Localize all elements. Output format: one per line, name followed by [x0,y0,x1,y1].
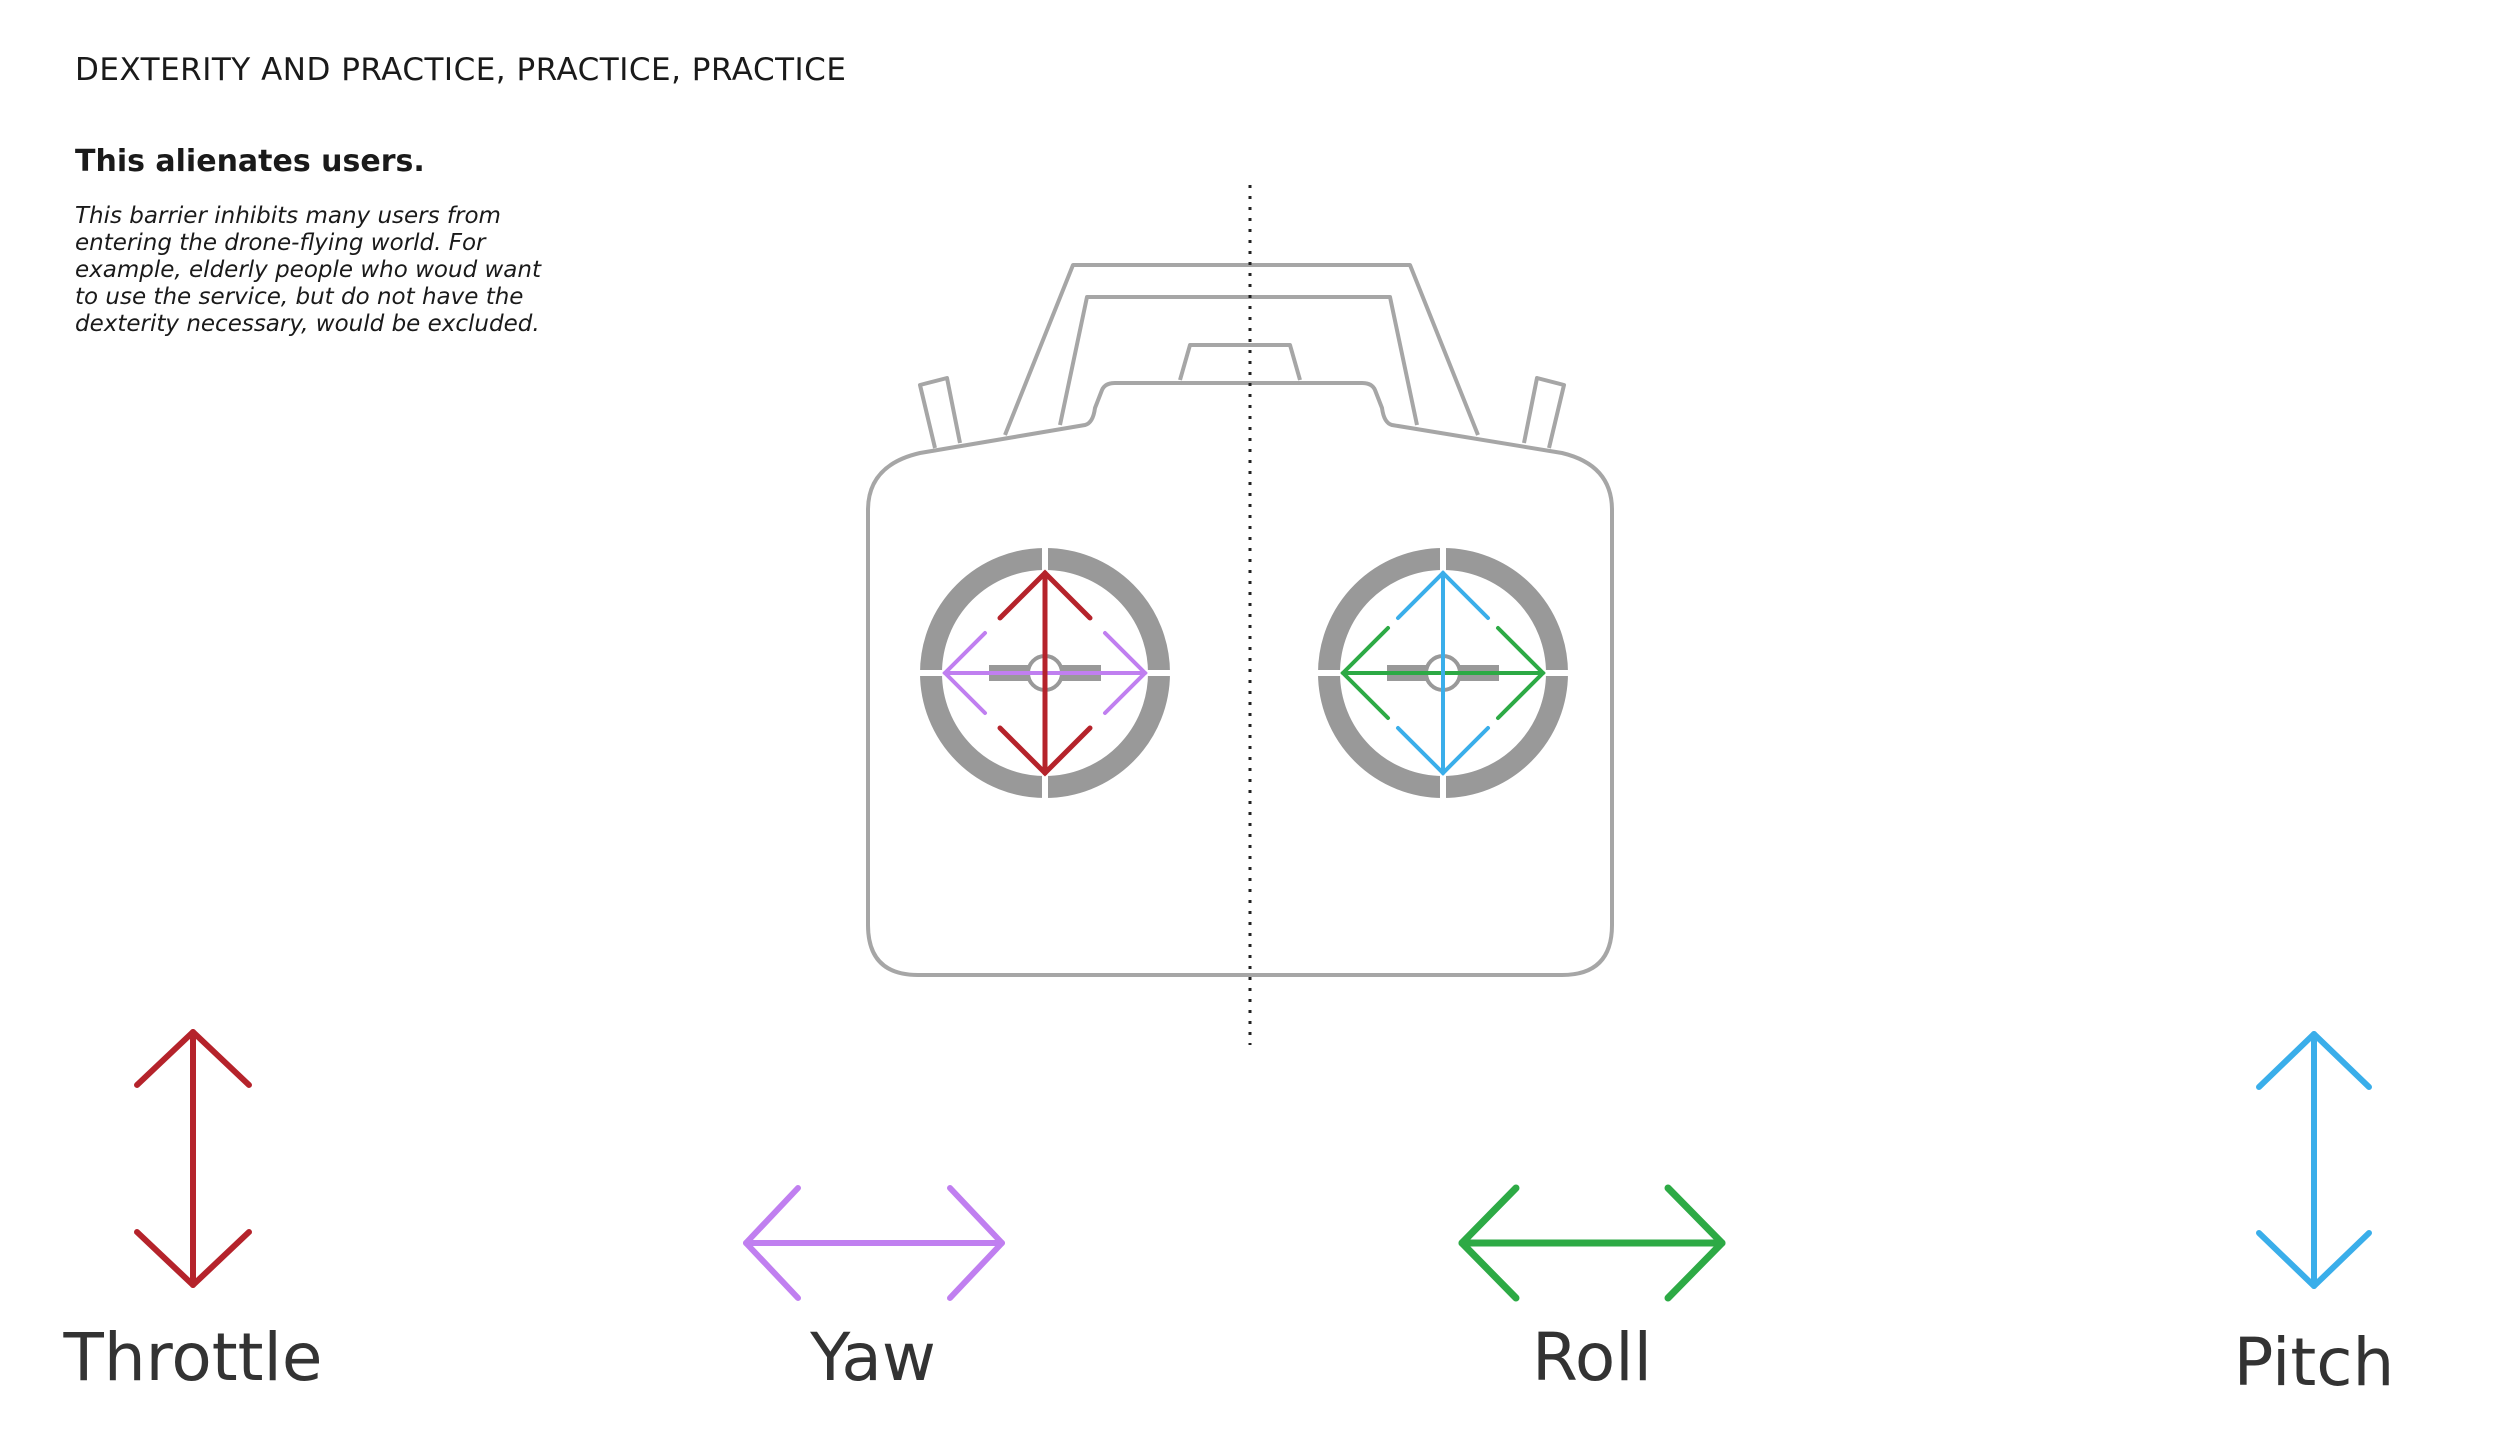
controller-top-bump [1178,343,1302,381]
right-stick-gimbal [1313,543,1573,803]
roll-arrow-icon [1458,1184,1726,1302]
slide-title: DEXTERITY AND PRACTICE, PRACTICE, PRACTI… [75,52,847,88]
left-stick-gimbal [915,543,1175,803]
controller-handle-outer [1003,263,1480,436]
right-antenna [1522,376,1566,449]
pitch-arrow-icon [2256,1031,2372,1289]
throttle-label: Throttle [63,1319,323,1396]
remote-controller-outline [866,263,1614,977]
left-antenna [918,376,962,449]
right-pitch-arrows [1396,570,1490,776]
yaw-arrow-icon [743,1185,1005,1301]
pitch-label: Pitch [2233,1324,2395,1401]
roll-label: Roll [1532,1319,1652,1396]
body-text: This barrier inhibits many users from en… [75,203,541,337]
throttle-arrow-icon [134,1029,252,1288]
yaw-label: Yaw [810,1319,936,1396]
controller-body [866,381,1614,977]
left-throttle-arrows [997,569,1093,777]
subheading: This alienates users. [75,144,425,179]
controller-handle-inner [1058,295,1419,426]
